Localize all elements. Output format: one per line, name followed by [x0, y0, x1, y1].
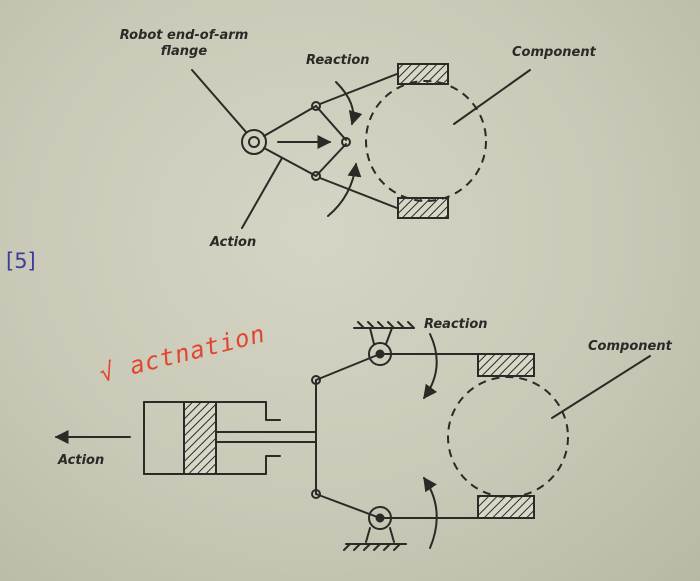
top-reaction-label: Reaction — [306, 53, 370, 68]
top-upper-jaw — [397, 63, 449, 85]
top-action-leader — [241, 157, 283, 229]
top-component-outline — [365, 80, 487, 202]
top-flange-pivot — [241, 129, 267, 155]
bottom-component-leader — [551, 355, 651, 419]
top-center-joint — [341, 137, 351, 147]
bottom-gripper-diagram: Reaction Component Action — [54, 317, 673, 551]
top-flange-label-line2: flange — [161, 44, 208, 59]
upper-ground-pivot — [353, 321, 415, 366]
actuator-cylinder — [143, 401, 317, 475]
top-lower-jaw — [397, 197, 449, 219]
bottom-reaction-arrow-upper — [423, 333, 438, 400]
top-component-label: Component — [512, 45, 597, 60]
top-gripper-diagram: Robot end-of-arm flange Reaction Compone… — [120, 28, 597, 250]
top-upper-finger — [263, 71, 403, 141]
top-reaction-arrow-lower — [327, 162, 362, 217]
bottom-lower-finger — [311, 489, 487, 519]
bottom-reaction-arrow-lower — [423, 476, 438, 549]
problem-number: [5] — [6, 249, 36, 273]
bottom-lower-jaw — [477, 495, 535, 519]
bottom-upper-finger — [311, 353, 487, 385]
bottom-component-outline — [447, 376, 569, 498]
top-component-leader — [453, 69, 531, 125]
top-lower-finger — [263, 143, 403, 211]
top-flange-leader — [191, 69, 247, 133]
bottom-upper-jaw — [477, 353, 535, 377]
bottom-reaction-label: Reaction — [424, 317, 488, 332]
top-flange-label-line1: Robot end-of-arm — [120, 28, 249, 43]
lower-ground-pivot — [343, 506, 407, 551]
top-action-label: Action — [209, 235, 256, 250]
bottom-action-label: Action — [57, 453, 104, 468]
top-reaction-arrow-upper — [335, 81, 363, 126]
handwritten-note: √ actnation — [97, 320, 269, 388]
bottom-component-label: Component — [588, 339, 673, 354]
actuator-piston — [183, 401, 217, 475]
